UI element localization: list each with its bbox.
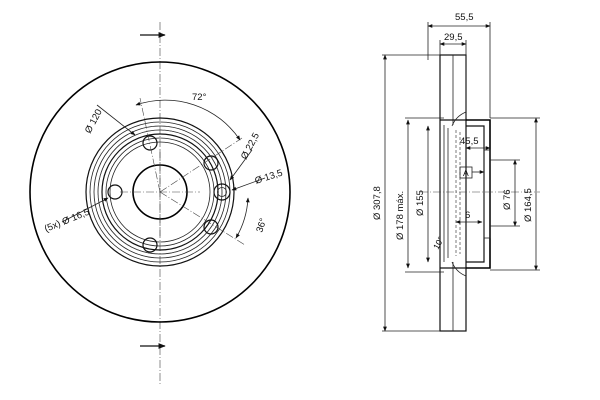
section-cut-line — [140, 22, 166, 385]
dim-bolt-circle: Ø 120 — [83, 107, 105, 135]
dim-angle-36: 36° — [254, 217, 269, 234]
dim-locating-hole-dia: Ø 13,5 — [254, 168, 285, 187]
dim-6: 6 — [465, 210, 470, 221]
dim-inner-max-dia: Ø 178 máx. — [395, 191, 406, 240]
datum-box — [459, 166, 473, 179]
dim-angle-72: 72° — [192, 92, 207, 103]
dim-outer-dia: Ø 307,8 — [372, 186, 383, 220]
dim-disc-thickness: 29,5 — [444, 32, 463, 43]
locating-hole — [213, 183, 231, 201]
dim-hat-depth: 45,5 — [460, 136, 479, 147]
dim-hat-dia: Ø 155 — [415, 190, 426, 216]
dim-bolt-holes: (5x) Ø 16,5 — [43, 207, 91, 235]
dim-angle-10: 10° — [431, 235, 446, 251]
datum-label: A — [463, 168, 469, 178]
section-view: 55,5 29,5 45,5 A 6 10° Ø 307,8 Ø 178 máx… — [372, 12, 540, 332]
hat-section — [440, 111, 491, 277]
dim-overall-width: 55,5 — [455, 12, 474, 23]
disc-outer-edge — [29, 61, 291, 323]
dim-locating-dia: Ø 22,5 — [239, 131, 262, 161]
front-view: Ø 120 72° Ø 22,5 Ø 13,5 (5x) Ø 16,5 36° — [29, 22, 291, 385]
dim-hat-outer-dia: Ø 164,5 — [523, 188, 534, 222]
dim-bore-dia: Ø 76 — [502, 189, 513, 210]
